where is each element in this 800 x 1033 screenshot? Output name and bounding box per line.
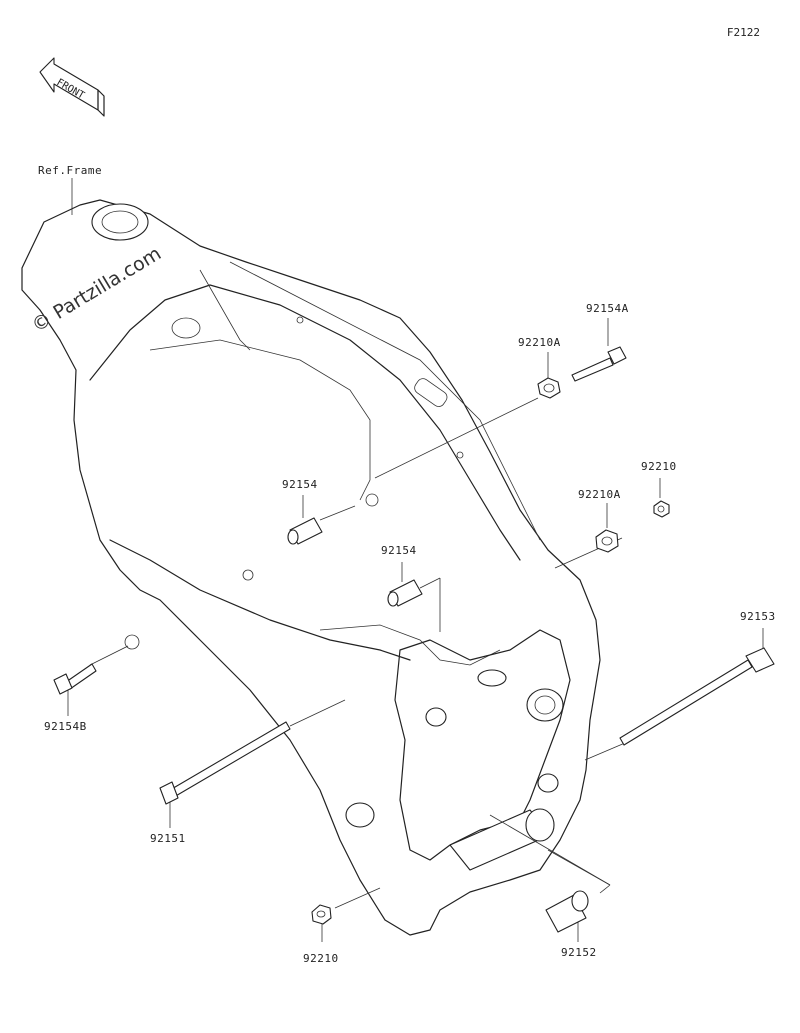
- leader-lines: [67, 178, 764, 942]
- part-label-92210A-top[interactable]: 92210A: [518, 336, 561, 349]
- collar-92152-icon: [545, 890, 589, 933]
- bolt-92154-lower-icon: [387, 579, 423, 607]
- part-label-92210-bottom[interactable]: 92210: [303, 952, 339, 965]
- bolt-92154-upper-icon: [287, 517, 323, 545]
- part-label-92210A-mid[interactable]: 92210A: [578, 488, 621, 501]
- part-label-92154-lower[interactable]: 92154: [381, 544, 417, 557]
- part-label-92210-right[interactable]: 92210: [641, 460, 677, 473]
- bolt-92154B-icon: [53, 663, 97, 695]
- nut-92210-bottom-icon: [311, 904, 332, 925]
- front-arrow-icon: FRONT: [39, 57, 105, 117]
- bolt-92151-icon: [159, 721, 291, 805]
- part-label-92154A[interactable]: 92154A: [586, 302, 629, 315]
- nut-92210A-mid-icon: [595, 529, 619, 553]
- part-label-92153[interactable]: 92153: [740, 610, 776, 623]
- ref-frame-label: Ref.Frame: [38, 164, 103, 177]
- bolt-92154A-icon: [571, 346, 627, 382]
- part-label-92152[interactable]: 92152: [561, 946, 597, 959]
- part-label-92154B[interactable]: 92154B: [44, 720, 87, 733]
- part-label-92154-upper[interactable]: 92154: [282, 478, 318, 491]
- diagram-code: F2122: [726, 26, 760, 39]
- nut-92210A-top-icon: [537, 377, 561, 399]
- motorcycle-frame: [21, 199, 601, 936]
- nut-92210-right-icon: [653, 500, 670, 518]
- part-label-92151[interactable]: 92151: [150, 832, 186, 845]
- bolt-92153-icon: [619, 647, 775, 746]
